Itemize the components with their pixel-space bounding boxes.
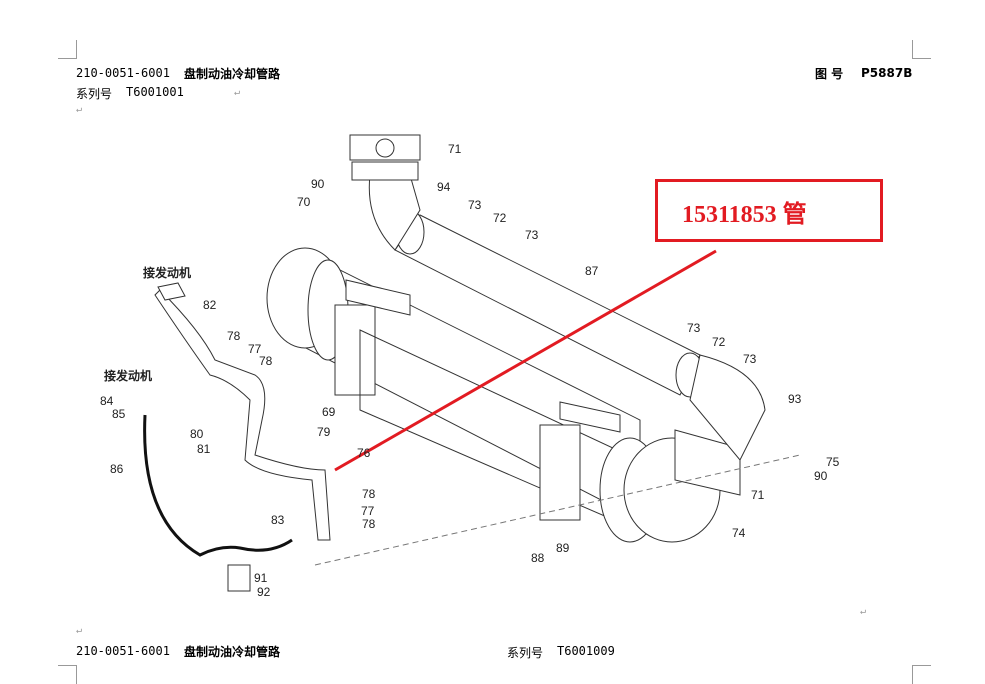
paragraph-mark: ↵ bbox=[234, 87, 241, 98]
callout: 81 bbox=[197, 442, 211, 456]
footer-doc-code: 210-0051-6001 bbox=[76, 644, 170, 658]
callout: 87 bbox=[585, 264, 599, 278]
series-label: 系列号 bbox=[76, 87, 113, 101]
pipe-76 bbox=[154, 289, 331, 541]
hose-86 bbox=[143, 414, 293, 557]
callout: 71 bbox=[448, 142, 462, 156]
crop-mark bbox=[58, 40, 77, 59]
callout: 78 bbox=[259, 354, 273, 368]
fitting-91-92 bbox=[227, 564, 251, 592]
callout: 72 bbox=[493, 211, 507, 225]
header-doc-code: 210-0051-6001 bbox=[76, 66, 170, 80]
callout: 73 bbox=[743, 352, 757, 366]
callout: 88 bbox=[531, 551, 545, 565]
series-no: T6001001 bbox=[126, 85, 184, 99]
footer-series-label: 系列号 bbox=[507, 646, 544, 660]
paragraph-mark: ↵ bbox=[76, 104, 83, 115]
callout: 80 bbox=[190, 427, 204, 441]
callout: 69 bbox=[322, 405, 336, 419]
callout: 73 bbox=[468, 198, 482, 212]
callout: 72 bbox=[712, 335, 726, 349]
callout: 92 bbox=[257, 585, 271, 599]
part-number-annotation-box: 15311853 管 bbox=[655, 179, 883, 242]
callout: 70 bbox=[297, 195, 311, 209]
front-mount-plate bbox=[559, 401, 621, 433]
footer-title: 盘制动油冷却管路 bbox=[184, 645, 281, 659]
callout: 94 bbox=[437, 180, 451, 194]
flange-82 bbox=[157, 282, 186, 301]
engine-connection-label: 接发动机 bbox=[143, 265, 191, 280]
callout: 71 bbox=[751, 488, 765, 502]
elbow-93 bbox=[689, 354, 766, 461]
callout: 75 bbox=[826, 455, 840, 469]
crop-mark bbox=[58, 665, 77, 684]
gasket-plate bbox=[674, 429, 741, 496]
crop-mark bbox=[912, 40, 931, 59]
front-bracket bbox=[539, 424, 581, 521]
rear-bracket bbox=[334, 304, 376, 396]
callout: 91 bbox=[254, 571, 268, 585]
footer-series-no: T6001009 bbox=[557, 644, 615, 658]
frame-outline bbox=[314, 454, 801, 566]
engine-connection-label: 接发动机 bbox=[104, 368, 152, 383]
callout: 76 bbox=[357, 446, 371, 460]
callout: 79 bbox=[317, 425, 331, 439]
callout: 86 bbox=[110, 462, 124, 476]
gasket bbox=[351, 161, 419, 181]
annotation-leader-line bbox=[334, 249, 717, 472]
paragraph-mark: ↵ bbox=[76, 625, 83, 636]
callout: 74 bbox=[732, 526, 746, 540]
callout: 90 bbox=[814, 469, 828, 483]
callout: 78 bbox=[362, 487, 376, 501]
callout: 90 bbox=[311, 177, 325, 191]
drawing-no: P5887B bbox=[861, 66, 913, 80]
callout: 78 bbox=[362, 517, 376, 531]
callout: 89 bbox=[556, 541, 570, 555]
callout: 84 bbox=[100, 394, 114, 408]
rear-mount-plate bbox=[345, 279, 411, 316]
callout: 82 bbox=[203, 298, 217, 312]
paragraph-mark: ↵ bbox=[860, 606, 867, 617]
callout: 77 bbox=[248, 342, 262, 356]
elbow-94 bbox=[368, 174, 421, 251]
flange-hole bbox=[375, 138, 395, 158]
part-number-annotation: 15311853 管 bbox=[682, 202, 807, 228]
callout: 73 bbox=[525, 228, 539, 242]
callout: 93 bbox=[788, 392, 802, 406]
callout: 78 bbox=[227, 329, 241, 343]
callout: 85 bbox=[112, 407, 126, 421]
callout: 73 bbox=[687, 321, 701, 335]
callout: 83 bbox=[271, 513, 285, 527]
drawing-no-label: 图 号 bbox=[815, 67, 844, 81]
crop-mark bbox=[912, 665, 931, 684]
callout: 77 bbox=[361, 504, 375, 518]
header-title: 盘制动油冷却管路 bbox=[184, 67, 281, 81]
